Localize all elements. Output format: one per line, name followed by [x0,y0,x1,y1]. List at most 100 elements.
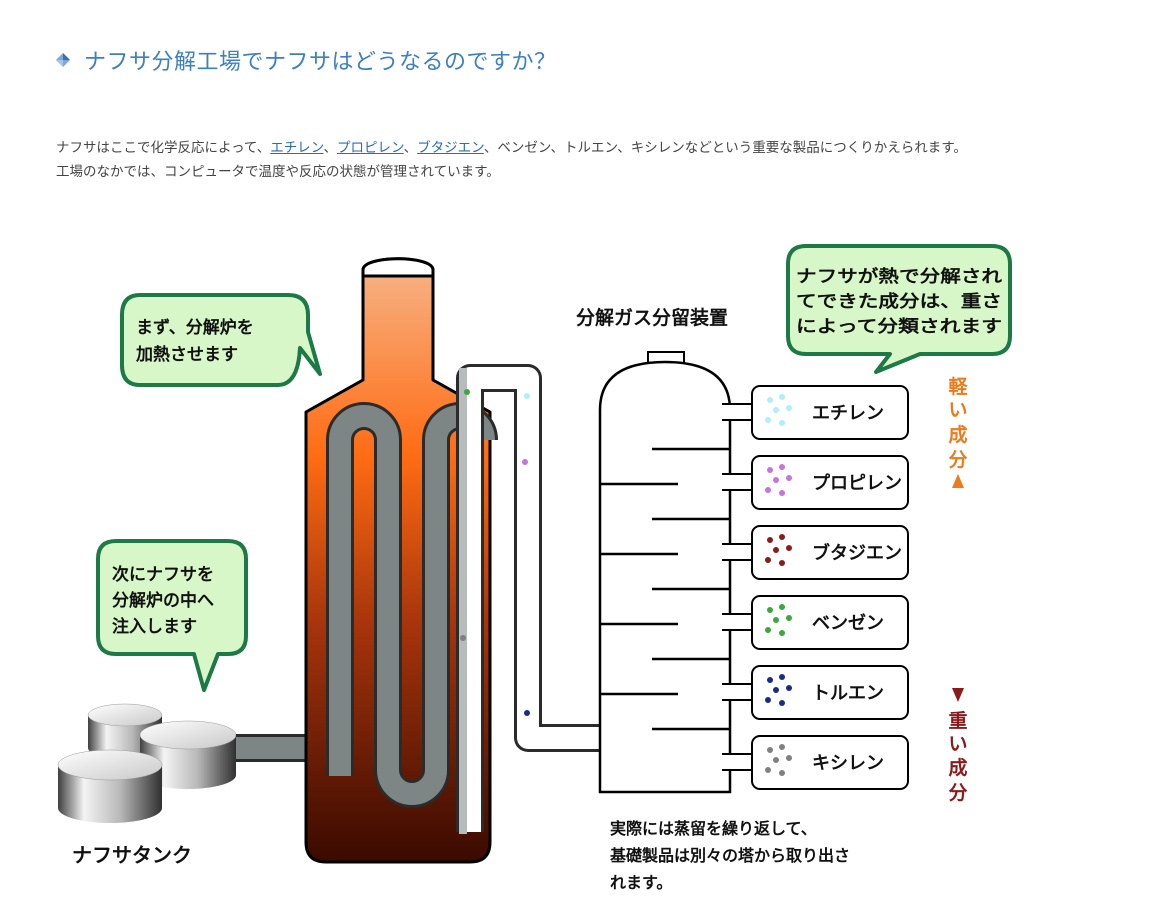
intro-separator: 、 [323,140,337,156]
bubble-sort-line: ナフサが熱で分解され [796,266,1002,287]
light-label-char: 軽 [948,376,968,398]
molecule-dot [765,557,771,563]
light-label-char: い [948,399,967,421]
intro-text-segment: ナフサはここで化学反応によって、 [56,140,271,156]
distillation-column [598,351,732,794]
bubble-sort-line: てできた成分は、重さ [796,291,1002,312]
molecule-dot [767,537,773,543]
product-box [751,455,909,510]
note-line: 基礎製品は別々の塔から取り出さ [609,846,850,865]
heavy-label-char: い [948,733,967,755]
distillation-note: 実際には蒸留を繰り返して、 基礎製品は別々の塔から取り出さ れます。 [609,819,850,892]
molecule-dot [522,459,528,465]
molecule-dot [779,770,785,776]
bubble-heat-line: 加熱させます [135,344,238,365]
product-output: プロピレン [722,455,909,510]
light-label-char: 成 [948,423,967,446]
molecule-dot [765,417,771,423]
molecule-dot [767,607,773,613]
molecule-dot [524,710,530,716]
product-box [751,665,909,720]
product-nozzle-gap [723,615,732,629]
note-line: れます。 [610,873,672,892]
note-line: 実際には蒸留を繰り返して、 [610,819,817,838]
molecule-dot [779,744,785,750]
molecule-dot [765,697,771,703]
arrow-down-icon [952,688,964,702]
intro-line-1: ナフサはここで化学反応によって、エチレン、プロピレン、ブタジエン、ベンゼン、トル… [56,136,1156,160]
product-nozzle-gap [723,405,732,419]
molecule-dot [779,700,785,706]
molecule-dot [779,420,785,426]
molecule-dot [460,635,466,641]
molecule-dot [765,627,771,633]
bubble-inject-line: 次にナフサを [112,564,214,585]
molecule-dot [786,475,792,481]
heavy-label-char: 成 [948,756,967,779]
molecule-dot [767,467,773,473]
intro-separator: 、 [403,140,418,156]
molecule-dot [773,687,779,693]
molecule-dot [779,630,785,636]
tank [87,703,163,759]
heavy-label-char: 分 [948,782,967,804]
heading: ナフサ分解工場でナフサはどうなるのですか？ [56,44,557,76]
column-label: 分解ガス分留装置 [576,306,728,329]
tank [57,749,163,823]
bubble-inject-line: 注入します [112,616,197,637]
tank [139,720,237,789]
product-name: ベンゼン [812,612,884,634]
molecule-dot [779,560,785,566]
molecule-dot [765,487,771,493]
link-butadiene[interactable]: ブタジエン [417,140,484,156]
product-name: トルエン [812,683,884,704]
bubble-heat: まず、分解炉を 加熱させます [120,293,322,387]
molecule-dot [767,747,773,753]
molecule-dot [773,757,779,763]
product-box [751,525,909,580]
light-label-char: 分 [948,449,967,471]
product-box [751,385,909,440]
bubble-heat-line: まず、分解炉を [136,317,254,338]
heavy-label-char: 重 [948,710,967,732]
molecule-dot [767,677,773,683]
arrow-up-icon [952,474,964,488]
column-trays [600,447,730,731]
product-nozzle-gap [723,475,732,489]
link-ethylene[interactable]: エチレン [270,140,324,156]
product-output: ベンゼン [722,595,909,650]
molecule-dot [786,685,792,691]
product-name: プロピレン [812,472,902,494]
molecule-dot [779,534,785,540]
molecule-dot [786,615,792,621]
molecule-dot [765,767,771,773]
intro-text: ナフサはここで化学反応によって、エチレン、プロピレン、ブタジエン、ベンゼン、トル… [56,136,1156,184]
intro-line-2: 工場のなかでは、コンピュータで温度や反応の状態が管理されています。 [56,164,500,180]
product-output: ブタジエン [722,525,909,580]
molecule-dot [779,394,785,400]
bubble-sort: ナフサが熱で分解され てできた成分は、重さ によって分類されます [786,244,1012,374]
product-name: エチレン [812,403,884,424]
product-nozzle-gap [723,545,732,559]
product-box [751,735,909,790]
product-output: キシレン [722,735,909,790]
tank-label: ナフサタンク [72,843,192,867]
weight-scale: 軽 い 成 分 重 い 成 分 [948,376,968,804]
intro-text-segment: 、ベンゼン、トルエン、キシレンなどという重要な製品につくりかえられます。 [483,140,967,156]
transfer-pipe [456,364,612,834]
product-nozzle-gap [723,685,732,699]
molecule-dot [779,604,785,610]
molecule-dot [773,477,779,483]
molecule-dot [779,490,785,496]
product-output: エチレン [722,385,909,440]
molecule-dot [779,464,785,470]
molecule-dot [773,617,779,623]
product-nozzle-gap [723,755,732,769]
molecule-dot [773,547,779,553]
molecule-dot [773,407,779,413]
link-propylene[interactable]: プロピレン [336,140,404,156]
naphtha-tanks [57,703,237,823]
molecule-dot [524,393,530,399]
